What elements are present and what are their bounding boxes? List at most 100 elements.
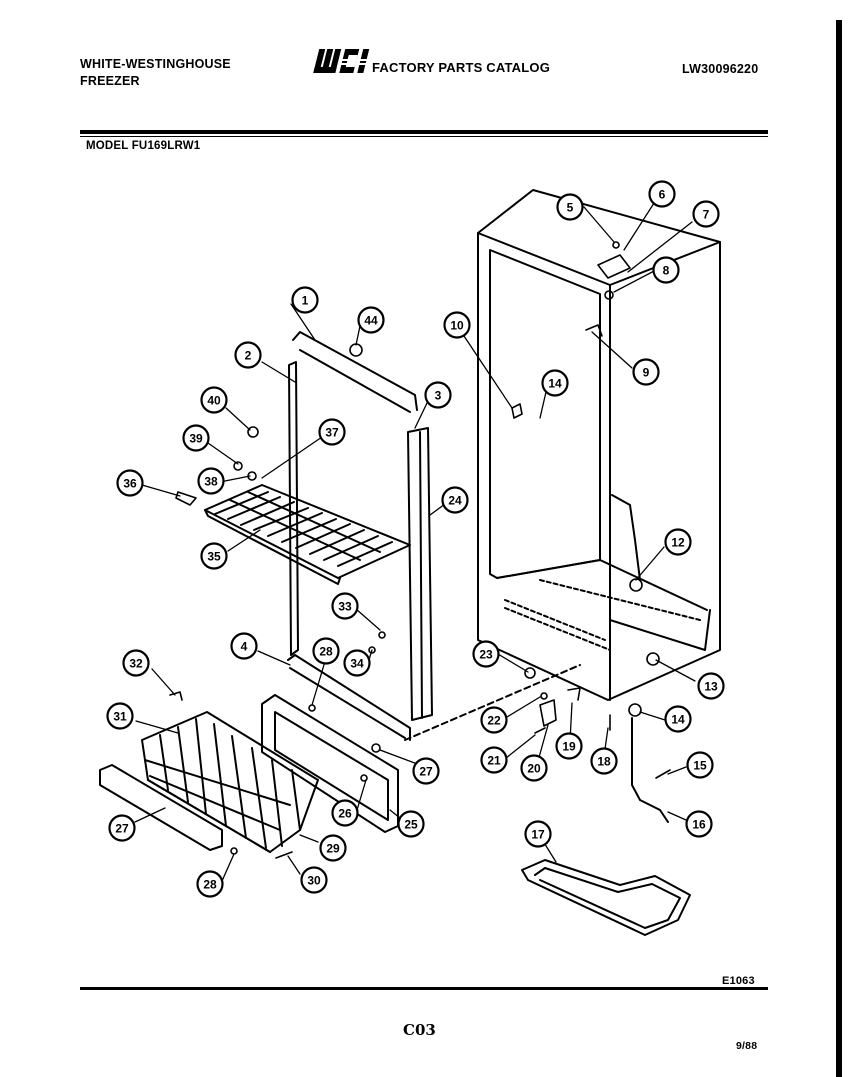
callout-number: 9 xyxy=(643,366,650,380)
callout-number: 15 xyxy=(693,759,707,773)
callout-number: 6 xyxy=(659,188,666,202)
callout-bubble xyxy=(685,810,713,838)
callout-bubble xyxy=(291,286,319,314)
drain-tube-drawing xyxy=(631,717,669,823)
callout-c27a: 27 xyxy=(412,757,440,785)
catalog-title: FACTORY PARTS CATALOG xyxy=(372,60,551,75)
callout-number: 33 xyxy=(338,600,352,614)
callout-number: 2 xyxy=(245,349,252,363)
callout-bubble xyxy=(331,592,359,620)
callout-c29: 29 xyxy=(319,834,347,862)
callout-number: 39 xyxy=(189,432,203,446)
callout-number: 25 xyxy=(404,818,418,832)
lower-panel-drawing xyxy=(261,694,399,833)
callout-bubble xyxy=(664,528,692,556)
callout-number: 31 xyxy=(113,710,127,724)
callout-c40: 40 xyxy=(200,386,228,414)
figure-id: E1063 xyxy=(722,975,755,987)
callout-bubble xyxy=(632,358,660,386)
callout-number: 34 xyxy=(350,657,364,671)
callout-c1: 1 xyxy=(291,286,319,314)
callout-number: 28 xyxy=(203,878,217,892)
callout-c27b: 27 xyxy=(108,814,136,842)
callout-c7: 7 xyxy=(692,200,720,228)
callout-c30: 30 xyxy=(300,866,328,894)
callout-number: 22 xyxy=(487,714,501,728)
drain-pan-drawing xyxy=(521,859,691,936)
wire-basket-drawing xyxy=(141,711,319,853)
basket-trim-drawing xyxy=(99,764,223,851)
callout-bubble xyxy=(312,637,340,665)
callout-bubble xyxy=(686,751,714,779)
callout-bubble xyxy=(590,747,618,775)
callout-bubble xyxy=(116,469,144,497)
callout-number: 14 xyxy=(671,713,685,727)
callout-number: 1 xyxy=(302,294,309,308)
callout-number: 30 xyxy=(307,874,321,888)
callout-c22: 22 xyxy=(480,706,508,734)
callout-c4: 4 xyxy=(230,632,258,660)
callout-c24: 24 xyxy=(441,486,469,514)
brand-name: WHITE-WESTINGHOUSE xyxy=(80,57,231,71)
callout-c26: 26 xyxy=(331,799,359,827)
callout-c10: 10 xyxy=(443,311,471,339)
callout-bubble xyxy=(472,640,500,668)
header-rule xyxy=(80,130,768,134)
callout-number: 16 xyxy=(692,818,706,832)
footer-rule xyxy=(80,987,768,990)
callout-number: 37 xyxy=(325,426,339,440)
callout-c9: 9 xyxy=(632,358,660,386)
callout-number: 40 xyxy=(207,394,221,408)
callout-bubble xyxy=(480,746,508,774)
callout-c34: 34 xyxy=(343,649,371,677)
callout-bubble xyxy=(200,386,228,414)
callout-bubble xyxy=(541,369,569,397)
assembly-line xyxy=(404,664,581,741)
model-label: MODEL FU169LRW1 xyxy=(86,140,201,152)
callout-number: 29 xyxy=(326,842,340,856)
callout-bubble xyxy=(555,732,583,760)
callout-c18: 18 xyxy=(590,747,618,775)
wci-logo xyxy=(313,49,370,73)
callout-bubble xyxy=(122,649,150,677)
callout-c17: 17 xyxy=(524,820,552,848)
callout-bubble xyxy=(234,341,262,369)
callout-bubble xyxy=(556,193,584,221)
callout-c20: 20 xyxy=(520,754,548,782)
door-gasket-drawing xyxy=(287,331,433,741)
document-number: LW30096220 xyxy=(682,62,759,76)
callout-bubble xyxy=(331,799,359,827)
callout-c44: 44 xyxy=(357,306,385,334)
callout-number: 27 xyxy=(115,822,129,836)
callout-bubble xyxy=(196,870,224,898)
callout-bubble xyxy=(652,256,680,284)
callout-c2: 2 xyxy=(234,341,262,369)
callout-number: 36 xyxy=(123,477,137,491)
callout-c25: 25 xyxy=(397,810,425,838)
callout-c23: 23 xyxy=(472,640,500,668)
callout-bubble xyxy=(108,814,136,842)
callout-bubble xyxy=(319,834,347,862)
callout-c36: 36 xyxy=(116,469,144,497)
leader-lines xyxy=(134,199,696,882)
callout-c39: 39 xyxy=(182,424,210,452)
callout-bubble xyxy=(443,311,471,339)
callout-c38: 38 xyxy=(197,467,225,495)
callout-number: 7 xyxy=(703,208,710,222)
callout-number: 13 xyxy=(704,680,718,694)
callout-number: 18 xyxy=(597,755,611,769)
callout-number: 26 xyxy=(338,807,352,821)
callout-bubble xyxy=(664,705,692,733)
callout-bubble xyxy=(182,424,210,452)
header-rule-thin xyxy=(80,136,768,137)
callout-bubble xyxy=(520,754,548,782)
callout-c12: 12 xyxy=(664,528,692,556)
callout-c28a: 28 xyxy=(312,637,340,665)
callout-number: 27 xyxy=(419,765,433,779)
callout-number: 14 xyxy=(548,377,562,391)
wire-shelf-drawing xyxy=(204,484,411,585)
page-code: C03 xyxy=(403,1021,436,1039)
callout-c8: 8 xyxy=(652,256,680,284)
